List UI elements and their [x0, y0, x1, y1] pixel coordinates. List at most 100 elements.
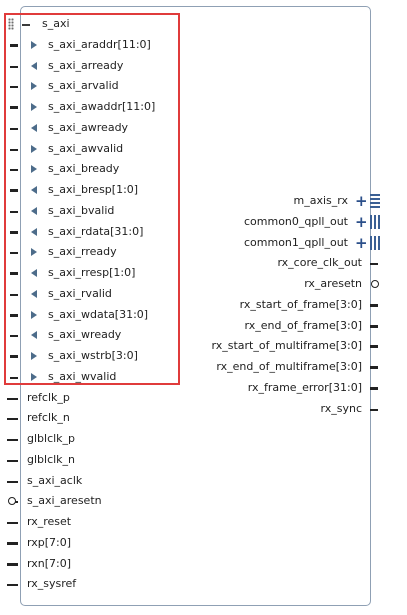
input-arrow-icon: [31, 144, 37, 153]
port-stub: [10, 127, 18, 130]
port-label: s_axi_arvalid: [48, 79, 119, 93]
s-axi-port[interactable]: s_axi_awaddr[11:0]: [0, 97, 200, 117]
s-axi-bus-label: s_axi: [42, 17, 70, 30]
port-label: common1_qpll_out: [243, 235, 348, 249]
port-label: m_axis_rx: [293, 194, 349, 207]
s-axi-port[interactable]: s_axi_wdata[31:0]: [0, 305, 200, 325]
port-stub: [10, 148, 18, 151]
port-label: s_axi_wvalid: [48, 369, 117, 383]
port-stub: [10, 210, 18, 213]
port-stub: [7, 562, 18, 566]
port-stub: [10, 65, 18, 68]
port-label: rxp[7:0]: [27, 535, 72, 549]
output-port[interactable]: rx_frame_error[31:0]: [147, 378, 407, 398]
port-label: glblclk_n: [27, 452, 76, 466]
port-label: rx_aresetn: [304, 277, 362, 290]
s-axi-port[interactable]: s_axi_bvalid: [0, 201, 200, 221]
input-port[interactable]: rx_sysref: [0, 574, 200, 594]
port-label: rx_start_of_frame[3:0]: [239, 297, 362, 311]
output-port[interactable]: rx_aresetn: [147, 274, 407, 294]
active-low-bubble-icon: [371, 280, 379, 288]
port-label: refclk_n: [27, 411, 70, 425]
ip-block[interactable]: [20, 6, 371, 606]
s-axi-port[interactable]: s_axi_araddr[11:0]: [0, 35, 200, 55]
port-label: rxn[7:0]: [27, 556, 71, 570]
input-arrow-icon: [31, 103, 37, 111]
port-label: rx_end_of_frame[3:0]: [244, 318, 362, 332]
port-label: s_axi_bresp[1:0]: [48, 183, 139, 196]
s-axi-port[interactable]: s_axi_bresp[1:0]: [0, 180, 200, 200]
port-stub: [370, 386, 378, 390]
input-port[interactable]: rxp[7:0]: [0, 533, 200, 553]
input-arrow-icon: [31, 40, 37, 49]
port-stub: [7, 480, 18, 483]
input-arrow-icon: [31, 310, 37, 319]
s-axi-port[interactable]: s_axi_rdata[31:0]: [0, 222, 200, 242]
input-port[interactable]: glblclk_p: [0, 429, 200, 449]
port-label: s_axi_rready: [48, 245, 117, 259]
s-axi-port[interactable]: s_axi_bready: [0, 159, 200, 179]
output-arrow-icon: [31, 206, 37, 215]
s-axi-port[interactable]: s_axi_rready: [0, 242, 200, 262]
input-port[interactable]: rx_reset: [0, 512, 200, 532]
collapse-minus-icon[interactable]: [22, 24, 30, 26]
input-arrow-icon: [31, 165, 37, 174]
s-axi-port[interactable]: s_axi_wready: [0, 325, 200, 345]
output-arrow-icon: [31, 123, 37, 132]
port-stub: [370, 345, 378, 349]
s-axi-port[interactable]: s_axi_arvalid: [0, 76, 200, 96]
output-arrow-icon: [31, 269, 37, 277]
input-port[interactable]: refclk_n: [0, 408, 200, 428]
port-label: rx_end_of_multiframe[3:0]: [216, 360, 362, 373]
output-bus-interface[interactable]: common0_qpll_out +: [147, 212, 407, 232]
port-label: s_axi_rvalid: [48, 286, 112, 300]
port-label: s_axi_wdata[31:0]: [48, 307, 149, 321]
s-axi-bus-header[interactable]: s_axi: [0, 14, 200, 34]
port-label: common0_qpll_out: [243, 214, 348, 228]
port-stub: [7, 584, 18, 587]
port-label: rx_sync: [320, 401, 363, 415]
output-port[interactable]: rx_core_clk_out: [147, 253, 407, 273]
port-label: rx_sysref: [27, 577, 77, 591]
output-bus-interface[interactable]: m_axis_rx +: [147, 191, 407, 211]
expand-plus-icon[interactable]: +: [355, 192, 368, 210]
expand-plus-icon[interactable]: +: [355, 212, 368, 231]
port-stub: [10, 230, 18, 234]
port-stub: [10, 272, 18, 275]
expand-plus-icon[interactable]: +: [355, 233, 368, 252]
port-label: rx_frame_error[31:0]: [247, 380, 362, 394]
output-port[interactable]: rx_start_of_multiframe[3:0]: [147, 336, 407, 356]
input-port[interactable]: rxn[7:0]: [0, 554, 200, 574]
input-port[interactable]: refclk_p: [0, 388, 200, 408]
port-label: s_axi_aresetn: [27, 494, 102, 508]
input-port[interactable]: glblclk_n: [0, 450, 200, 470]
s-axi-port[interactable]: s_axi_arready: [0, 56, 200, 76]
port-stub: [15, 501, 18, 504]
port-label: s_axi_awvalid: [48, 141, 124, 155]
port-label: s_axi_wready: [48, 328, 122, 342]
s-axi-port[interactable]: s_axi_rvalid: [0, 284, 200, 304]
s-axi-port[interactable]: s_axi_awvalid: [0, 139, 200, 159]
s-axi-port[interactable]: s_axi_wstrb[3:0]: [0, 346, 200, 366]
output-arrow-icon: [31, 227, 37, 236]
port-stub: [10, 252, 18, 255]
port-label: s_axi_awready: [48, 120, 129, 134]
port-stub: [7, 397, 18, 400]
s-axi-port[interactable]: s_axi_awready: [0, 118, 200, 138]
output-arrow-icon: [31, 186, 37, 194]
s-axi-port[interactable]: s_axi_rresp[1:0]: [0, 263, 200, 283]
input-port[interactable]: s_axi_aresetn: [0, 491, 200, 511]
port-label: s_axi_bready: [48, 162, 120, 176]
port-stub: [370, 324, 378, 328]
port-stub: [10, 86, 18, 89]
output-port[interactable]: rx_sync: [147, 399, 407, 419]
output-port[interactable]: rx_start_of_frame[3:0]: [147, 295, 407, 315]
output-bus-interface[interactable]: common1_qpll_out +: [147, 233, 407, 253]
s-axi-port[interactable]: s_axi_wvalid: [0, 367, 200, 387]
drag-grip-icon[interactable]: [8, 18, 14, 30]
output-port[interactable]: rx_end_of_frame[3:0]: [147, 316, 407, 336]
port-label: refclk_p: [27, 390, 70, 404]
output-port[interactable]: rx_end_of_multiframe[3:0]: [147, 357, 407, 377]
input-arrow-icon: [31, 372, 37, 381]
input-port[interactable]: s_axi_aclk: [0, 471, 200, 491]
